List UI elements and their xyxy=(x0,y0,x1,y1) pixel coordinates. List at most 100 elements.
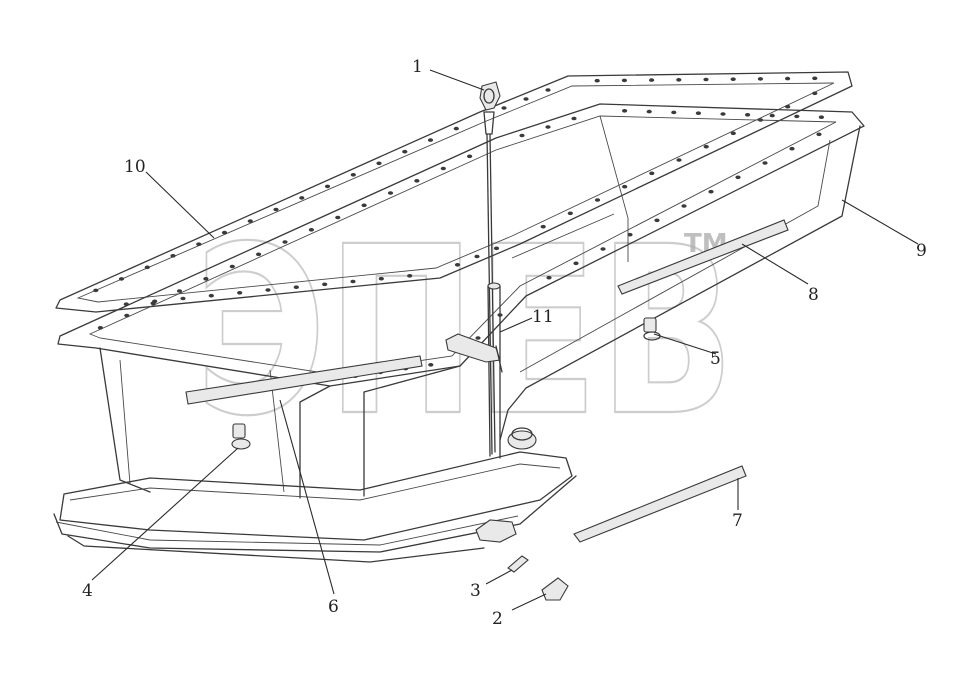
bolt-hole xyxy=(785,76,791,81)
upper-gasket xyxy=(55,71,853,313)
bolt-hole xyxy=(378,276,384,281)
bolt-hole xyxy=(221,230,228,235)
bolt-hole xyxy=(730,77,736,81)
dipstick-guide-tube xyxy=(445,282,503,459)
bolt-hole xyxy=(769,113,775,118)
callout-3: 3 xyxy=(470,581,481,601)
bolt-hole xyxy=(493,246,500,251)
bolt-hole xyxy=(440,166,446,171)
bolt-hole xyxy=(594,78,600,83)
leader-4 xyxy=(91,447,239,581)
bolt-hole xyxy=(816,132,822,137)
bolt-hole xyxy=(621,78,628,83)
bolt-hole xyxy=(256,252,262,257)
bolt-hole xyxy=(453,126,459,131)
bolt-hole xyxy=(708,189,714,194)
bolt-hole xyxy=(124,313,130,318)
bolt-hole xyxy=(703,144,709,149)
bolt-hole xyxy=(475,336,481,340)
callout-6: 6 xyxy=(328,597,339,617)
bolt-hole xyxy=(350,173,356,177)
bolt-hole xyxy=(237,291,243,295)
bolt-hole xyxy=(150,301,156,306)
callout-9: 9 xyxy=(916,241,927,261)
leader-5 xyxy=(653,333,717,355)
bolt-hole xyxy=(144,265,150,270)
bolt-hole xyxy=(573,261,579,266)
sump-plug-boss xyxy=(507,427,537,450)
bolt-hole xyxy=(794,114,800,119)
bolt-hole xyxy=(427,138,434,142)
bolt-hole xyxy=(118,277,125,281)
callout-2: 2 xyxy=(492,609,503,629)
drain-washer xyxy=(507,555,529,573)
bolt-hole xyxy=(546,275,552,280)
bolt-hole xyxy=(545,125,551,129)
bolt-hole xyxy=(789,146,795,151)
bolt-hole xyxy=(545,88,551,92)
oil-pan-body xyxy=(53,115,861,563)
bolt-hole xyxy=(208,293,214,298)
bolt-hole xyxy=(93,288,99,293)
leader-3 xyxy=(485,569,513,585)
pan-upper-flange xyxy=(57,103,865,387)
flange-holes xyxy=(97,109,825,379)
callout-5: 5 xyxy=(710,349,721,369)
bolt-hole xyxy=(671,110,677,115)
bolt-hole xyxy=(361,203,367,208)
leader-10 xyxy=(145,171,215,239)
bolt-hole xyxy=(273,207,279,212)
bolt-hole xyxy=(681,204,687,208)
bolt-hole xyxy=(176,289,183,293)
bolt-hole xyxy=(293,285,299,290)
bolt-hole xyxy=(745,113,751,117)
bolt-hole xyxy=(324,184,331,189)
bolt-hole xyxy=(600,247,606,251)
bolt-hole xyxy=(762,161,768,165)
leader-8 xyxy=(741,243,809,285)
bolt-hole xyxy=(594,198,601,202)
bolt-hole xyxy=(474,254,480,259)
bolt-hole xyxy=(654,218,660,223)
bolt-hole xyxy=(676,78,682,82)
bolt-hole xyxy=(812,76,818,81)
gasket-holes xyxy=(93,76,818,307)
upper-strip xyxy=(617,219,789,295)
callout-labels: 1 2 3 4 5 6 7 8 9 10 11 xyxy=(82,57,927,629)
bolt-hole xyxy=(428,363,434,367)
bolt-hole xyxy=(646,109,652,114)
bolt-hole xyxy=(387,191,394,195)
drain-plug xyxy=(541,577,569,601)
bolt-hole xyxy=(720,112,726,116)
bolt-hole xyxy=(376,161,382,166)
dipstick xyxy=(479,81,501,455)
bolt-hole xyxy=(454,263,461,267)
bolt-hole xyxy=(571,116,577,121)
bolt-hole xyxy=(407,274,413,278)
bolt-hole xyxy=(282,240,288,244)
bolt-hole xyxy=(203,277,209,281)
bolt-hole xyxy=(757,77,764,81)
bolt-hole xyxy=(649,171,655,176)
leader-2 xyxy=(511,593,547,611)
bolt-hole xyxy=(818,115,825,119)
side-plug xyxy=(231,423,251,450)
bolt-hole xyxy=(308,228,314,232)
callout-4: 4 xyxy=(82,581,93,601)
bolt-hole xyxy=(402,149,408,154)
leader-1 xyxy=(429,69,485,91)
left-strip xyxy=(185,355,423,405)
bolt-hole xyxy=(567,211,573,216)
leader-11 xyxy=(499,317,533,333)
leader-lines xyxy=(91,69,919,611)
bolt-hole xyxy=(414,179,420,183)
bolt-hole xyxy=(247,219,253,223)
bolt-hole xyxy=(467,154,473,159)
lower-strip xyxy=(573,465,747,543)
callout-1: 1 xyxy=(412,57,423,77)
bolt-hole xyxy=(350,279,356,284)
bolt-hole xyxy=(730,131,736,136)
callout-8: 8 xyxy=(808,285,819,305)
leader-6 xyxy=(279,399,335,595)
bolt-hole xyxy=(649,78,655,82)
